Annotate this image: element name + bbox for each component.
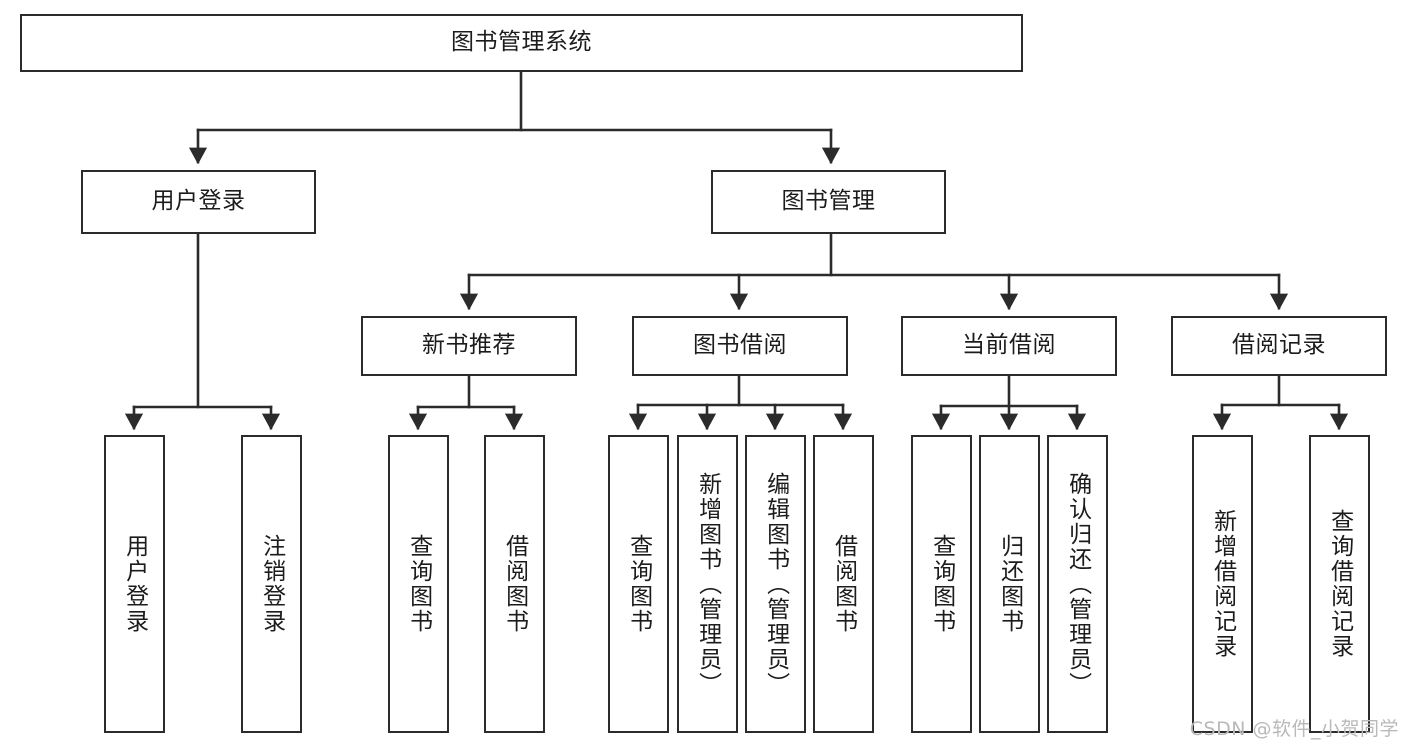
node-label: 新增图书（管理员）: [694, 471, 721, 697]
node-label: 查询图书: [405, 534, 432, 634]
node-label: 借阅记录: [1232, 332, 1326, 359]
node-label: 新增借阅记录: [1209, 509, 1236, 659]
node-leaf-edit-book[interactable]: 编辑图书（管理员）: [745, 435, 806, 733]
node-leaf-borrow-book[interactable]: 借阅图书: [813, 435, 874, 733]
node-label: 借阅图书: [501, 534, 528, 634]
node-book-borrow[interactable]: 图书借阅: [632, 316, 848, 376]
node-current-borrow[interactable]: 当前借阅: [901, 316, 1117, 376]
node-label: 查询图书: [625, 534, 652, 634]
node-leaf-user-login[interactable]: 用户登录: [104, 435, 165, 733]
node-new-book-recommend[interactable]: 新书推荐: [361, 316, 577, 376]
node-leaf-confirm-return[interactable]: 确认归还（管理员）: [1047, 435, 1108, 733]
node-leaf-logout[interactable]: 注销登录: [241, 435, 302, 733]
node-label: 归还图书: [996, 534, 1023, 634]
node-label: 编辑图书（管理员）: [762, 471, 789, 697]
node-leaf-return-book[interactable]: 归还图书: [979, 435, 1040, 733]
node-label: 注销登录: [258, 534, 285, 634]
csdn-watermark: CSDN @软件_小贺同学: [1189, 718, 1399, 740]
node-leaf-query-book-recommend[interactable]: 查询图书: [388, 435, 449, 733]
node-root-book-management-system[interactable]: 图书管理系统: [20, 14, 1023, 72]
node-label: 用户登录: [121, 534, 148, 634]
node-leaf-query-borrow-record[interactable]: 查询借阅记录: [1309, 435, 1370, 733]
node-book-management[interactable]: 图书管理: [711, 170, 946, 234]
node-label: 查询借阅记录: [1326, 509, 1353, 659]
node-label: 用户登录: [151, 188, 246, 215]
node-leaf-query-book-current[interactable]: 查询图书: [911, 435, 972, 733]
node-user-login[interactable]: 用户登录: [81, 170, 316, 234]
node-label: 图书借阅: [693, 332, 787, 359]
node-label: 图书管理系统: [451, 29, 592, 56]
node-label: 借阅图书: [830, 534, 857, 634]
node-leaf-add-borrow-record[interactable]: 新增借阅记录: [1192, 435, 1253, 733]
node-label: 图书管理: [781, 188, 876, 215]
node-label: 新书推荐: [422, 332, 516, 359]
node-label: 确认归还（管理员）: [1064, 471, 1091, 697]
node-leaf-add-book[interactable]: 新增图书（管理员）: [677, 435, 738, 733]
node-label: 查询图书: [928, 534, 955, 634]
node-borrow-record[interactable]: 借阅记录: [1171, 316, 1387, 376]
node-label: 当前借阅: [962, 332, 1056, 359]
node-leaf-borrow-book-recommend[interactable]: 借阅图书: [484, 435, 545, 733]
node-leaf-query-book-borrow[interactable]: 查询图书: [608, 435, 669, 733]
